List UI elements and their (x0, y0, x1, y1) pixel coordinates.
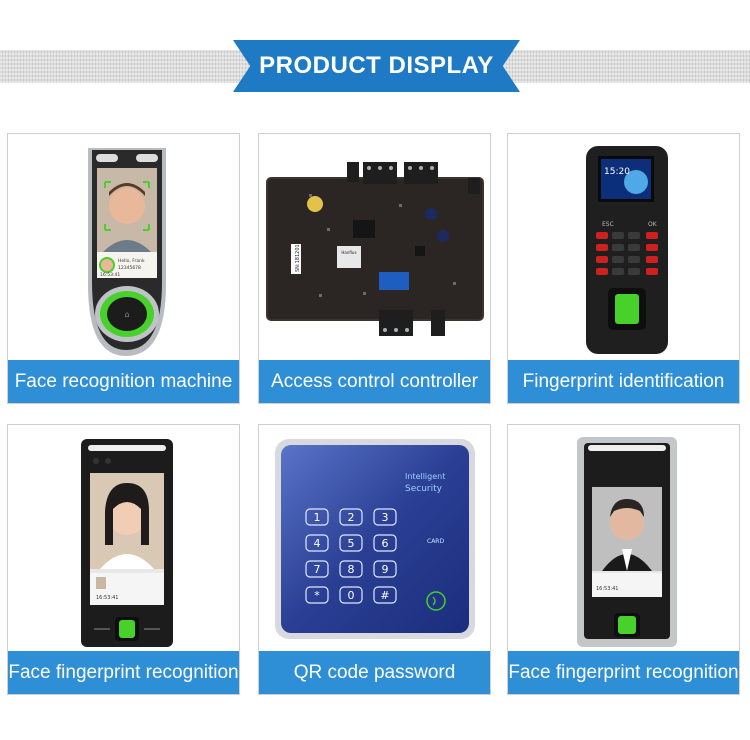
face-terminal-icon: Hello, Frank 12345678 16:53:41 ⌂ (8, 134, 239, 360)
keypad-key-label: 9 (382, 563, 389, 576)
product-card-face-fingerprint-silver[interactable]: 16:53:41 Face fingerprint recognition (507, 424, 740, 695)
screen-code-text: 12345678 (118, 265, 141, 271)
keypad-key-label: 8 (348, 563, 355, 576)
product-card-face-recognition[interactable]: Hello, Frank 12345678 16:53:41 ⌂ Face re… (7, 133, 240, 404)
keypad-key-label: 2 (348, 511, 355, 524)
svg-text:⌂: ⌂ (124, 310, 129, 319)
product-card-access-controller[interactable]: SN:18120100 Hanflus Access control contr… (258, 133, 491, 404)
keypad-key-label: 7 (314, 563, 321, 576)
keypad-key-label: 5 (348, 537, 355, 550)
banner-title: PRODUCT DISPLAY (259, 52, 494, 79)
product-label: QR code password (259, 651, 490, 694)
product-card-fingerprint[interactable]: 15:20 ESC OK Fingerprint identification (507, 133, 740, 404)
product-card-face-fingerprint-black[interactable]: 16:53:41 Face fingerprint recognition (7, 424, 240, 695)
keypad-key-label: 4 (314, 537, 321, 550)
keypad-key[interactable] (373, 586, 397, 604)
keypad-key[interactable] (305, 534, 329, 552)
product-label: Access control controller (259, 360, 490, 403)
keypad-key-label: # (380, 589, 389, 602)
keypad-key[interactable] (373, 508, 397, 526)
product-card-qr-keypad[interactable]: Intelligent Security CARD 1 2 3 4 5 6 7 8 9 * 0 # Q… (258, 424, 491, 695)
keypad-key[interactable] (305, 586, 329, 604)
esc-key-label: ESC (602, 221, 614, 228)
keypad-key[interactable] (373, 560, 397, 578)
circuit-board-icon: SN:18120100 Hanflus (259, 134, 490, 360)
keypad-key-label: * (314, 589, 320, 602)
screen-name-text: Hello, Frank (118, 258, 145, 264)
keypad-key-label: 1 (314, 511, 321, 524)
keypad-keys: 1 2 3 4 5 6 7 8 9 * 0 # (305, 508, 397, 604)
card-label-text: CARD (427, 538, 444, 545)
brand-line2-text: Security (405, 484, 443, 494)
keypad-panel-icon: Intelligent Security CARD 1 2 3 4 5 6 7 8 9 * 0 # (259, 425, 490, 651)
keypad-key[interactable] (373, 534, 397, 552)
keypad-key[interactable] (305, 560, 329, 578)
keypad-key[interactable] (339, 534, 363, 552)
banner: PRODUCT DISPLAY (233, 40, 520, 92)
pcb-brand-text: Hanflus (341, 250, 356, 255)
face-fingerprint-silver-terminal-icon: 16:53:41 (508, 425, 739, 651)
product-label: Face recognition machine (8, 360, 239, 403)
keypad-key[interactable] (339, 560, 363, 578)
fingerprint-keypad-icon: 15:20 ESC OK (508, 134, 739, 360)
screen-time-text: 16:53:41 (596, 586, 618, 592)
screen-time-text: 16:53:41 (100, 272, 120, 278)
face-fingerprint-terminal-icon: 16:53:41 (8, 425, 239, 651)
pcb-serial-text: SN:18120100 (295, 238, 301, 272)
keypad-key[interactable] (339, 586, 363, 604)
keypad-key-label: 3 (382, 511, 389, 524)
product-label: Face fingerprint recognition (508, 651, 739, 694)
screen-time-text: 15:20 (604, 167, 630, 177)
keypad-key-label: 6 (382, 537, 389, 550)
keypad-key[interactable] (339, 508, 363, 526)
screen-time-text: 16:53:41 (96, 595, 118, 601)
keypad-key[interactable] (305, 508, 329, 526)
product-label: Face fingerprint recognition (8, 651, 239, 694)
keypad-key-label: 0 (348, 589, 355, 602)
ok-key-label: OK (648, 221, 658, 228)
brand-line1-text: Intelligent (405, 472, 445, 481)
product-label: Fingerprint identification (508, 360, 739, 403)
